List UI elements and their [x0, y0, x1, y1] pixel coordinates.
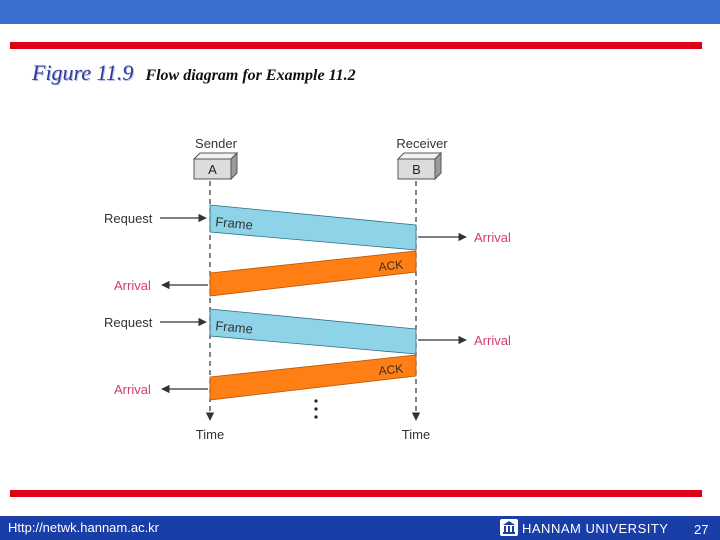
top-band	[0, 0, 720, 24]
top-red-rule	[10, 42, 702, 49]
receiver-arrival-label-2: Arrival	[474, 333, 511, 348]
time-label-sender: Time	[196, 427, 224, 442]
ack-label-2: ACK	[378, 361, 404, 378]
figure-caption: Flow diagram for Example 11.2	[145, 67, 356, 84]
university-logo-icon	[500, 519, 518, 536]
bottom-red-rule	[10, 490, 702, 497]
sender-box-label: A	[208, 162, 217, 177]
page-number: 27	[694, 522, 709, 537]
request-label-1: Request	[104, 211, 153, 226]
sender-arrival-label-2: Arrival	[114, 382, 151, 397]
receiver-box: B	[396, 151, 443, 181]
receiver-title: Receiver	[396, 136, 448, 151]
continuation-ellipsis	[314, 399, 318, 419]
sender-title: Sender	[195, 136, 238, 151]
receiver-box-label: B	[412, 162, 421, 177]
sender-arrival-label-1: Arrival	[114, 278, 151, 293]
sender-box: A	[192, 151, 239, 181]
receiver-arrival-label-1: Arrival	[474, 230, 511, 245]
ack-band-2	[209, 354, 417, 401]
figure-label: Figure 11.9	[32, 60, 134, 85]
frame-label-2: Frame	[215, 318, 254, 337]
request-label-2: Request	[104, 315, 153, 330]
time-label-receiver: Time	[402, 427, 430, 442]
frame-band-2	[209, 308, 417, 355]
frame-band-1	[209, 204, 417, 251]
ack-label-1: ACK	[378, 257, 404, 274]
frame-label-1: Frame	[215, 214, 254, 233]
ack-band-1	[209, 250, 417, 297]
slide-title: Figure 11.9 Flow diagram for Example 11.…	[32, 60, 356, 86]
footer-bar	[0, 516, 720, 540]
footer-url-link[interactable]: Http://netwk.hannam.ac.kr	[8, 520, 160, 535]
footer-university: HANNAM UNIVERSITY	[522, 521, 669, 536]
